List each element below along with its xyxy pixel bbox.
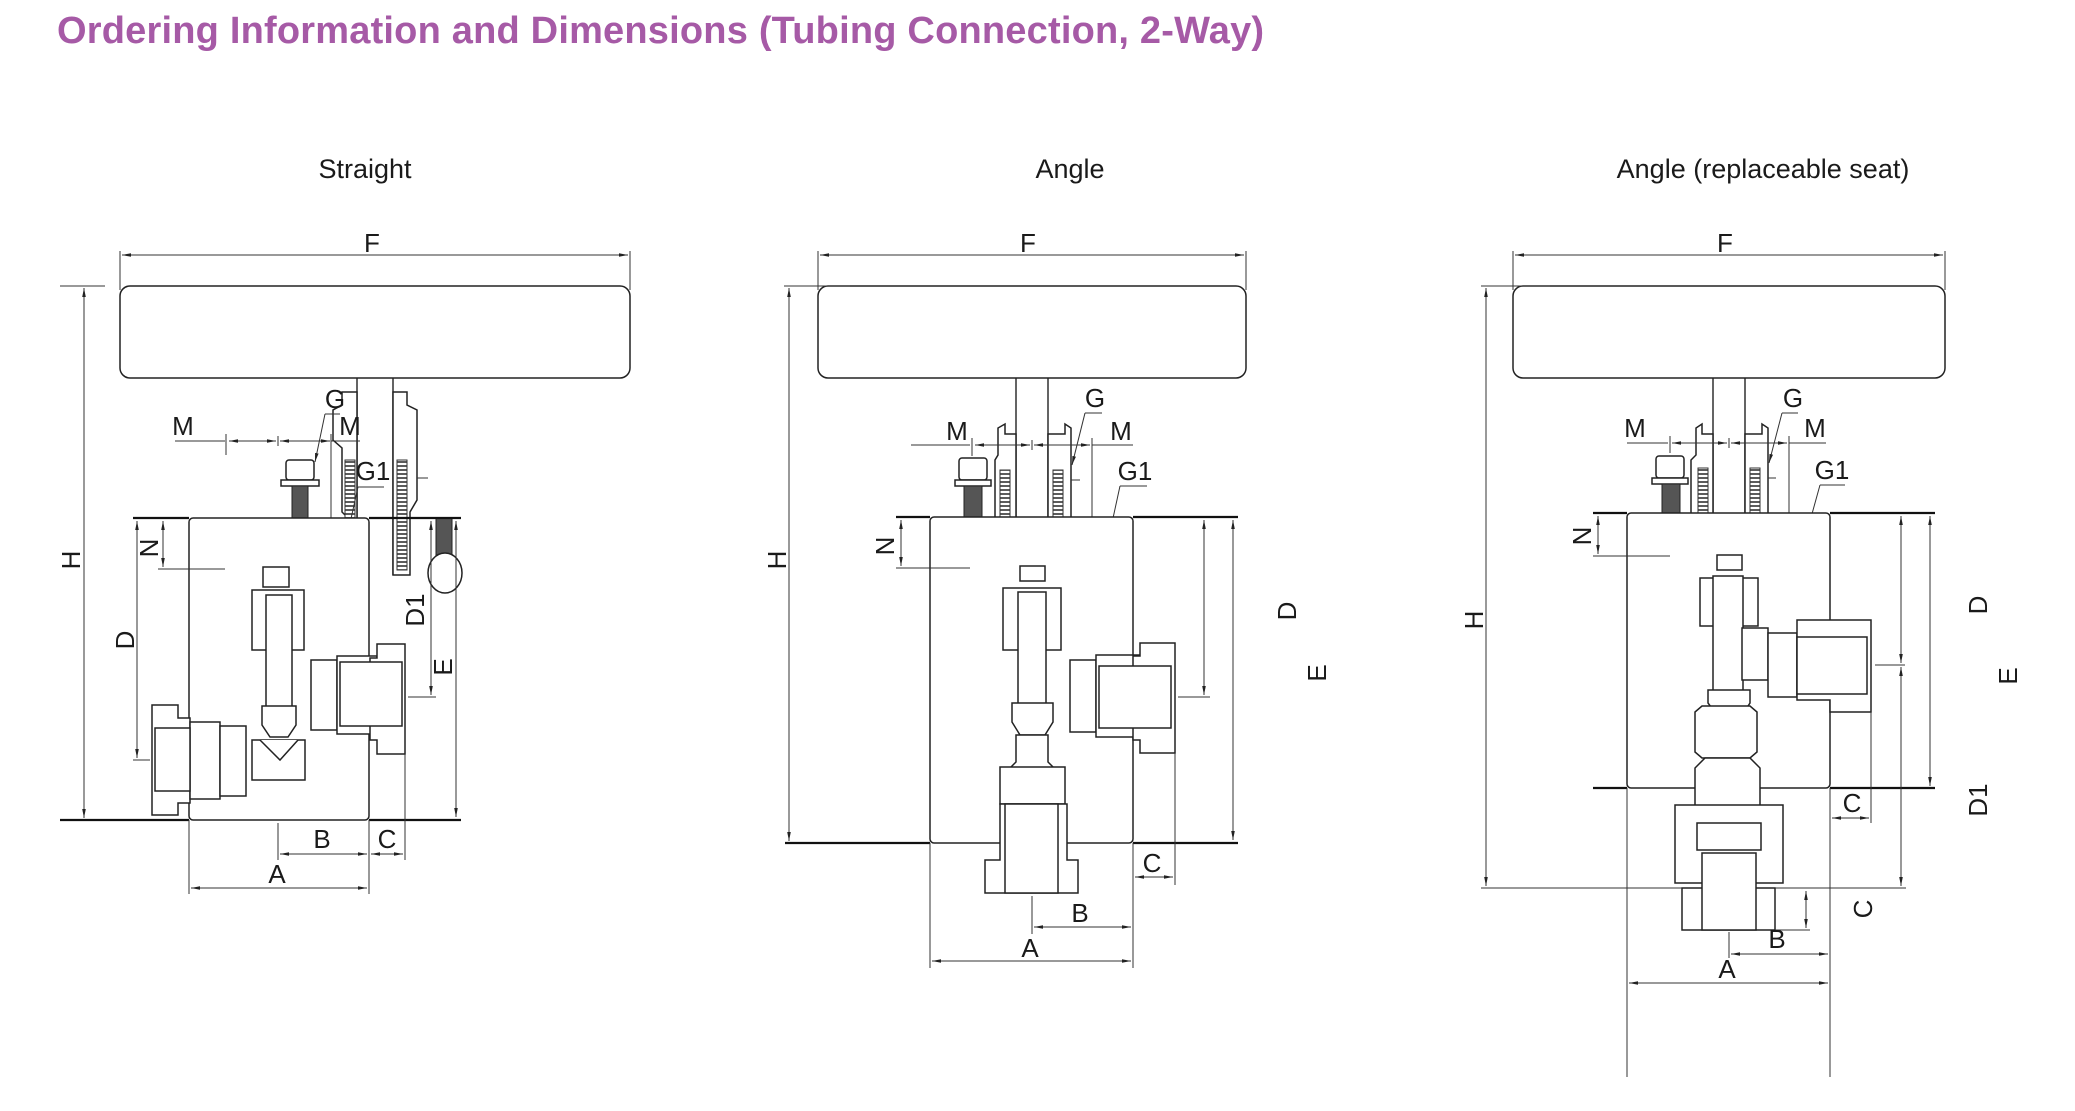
dimension-n: N bbox=[1567, 516, 1670, 557]
dimension-n: N bbox=[134, 521, 225, 570]
label-g: G bbox=[325, 384, 345, 414]
dimension-e: E bbox=[1928, 516, 2023, 786]
dimension-d: D bbox=[110, 521, 150, 761]
label-g1: G1 bbox=[1815, 455, 1850, 485]
label-m-left: M bbox=[172, 411, 194, 441]
label-b: B bbox=[313, 824, 330, 854]
dimension-f: F bbox=[817, 228, 1247, 290]
label-c2: C bbox=[1848, 900, 1878, 919]
label-f: F bbox=[1020, 228, 1036, 258]
label-d: D bbox=[110, 631, 140, 650]
label-m-left: M bbox=[946, 416, 968, 446]
dimension-f: F bbox=[119, 228, 631, 290]
label-m-left: M bbox=[1624, 413, 1646, 443]
tube-fitting-right bbox=[310, 643, 406, 755]
handwheel bbox=[1512, 285, 1946, 379]
view-title-angle: Angle bbox=[1035, 154, 1104, 184]
tube-fitting-right bbox=[1741, 619, 1872, 713]
view-straight: Straight F H bbox=[56, 154, 631, 894]
label-n: N bbox=[134, 539, 164, 558]
dimension-e: E bbox=[1231, 520, 1332, 840]
page-title: Ordering Information and Dimensions (Tub… bbox=[57, 10, 1265, 52]
label-b: B bbox=[1768, 924, 1785, 954]
label-f: F bbox=[364, 228, 380, 258]
label-e: E bbox=[1993, 667, 2023, 684]
label-n: N bbox=[870, 537, 900, 556]
tube-fitting-right bbox=[1069, 642, 1176, 754]
label-f: F bbox=[1717, 228, 1733, 258]
label-a: A bbox=[1021, 933, 1039, 963]
label-h: H bbox=[762, 551, 792, 570]
leader-g: G bbox=[314, 384, 345, 463]
label-m-right: M bbox=[1110, 416, 1132, 446]
label-c: C bbox=[378, 824, 397, 854]
label-c: C bbox=[1143, 848, 1162, 878]
label-m-right: M bbox=[1804, 413, 1826, 443]
label-d1: D1 bbox=[1963, 783, 1993, 816]
label-d1: D1 bbox=[400, 593, 430, 626]
view-angle: Angle F H bbox=[762, 154, 1332, 968]
label-a: A bbox=[268, 859, 286, 889]
tube-fitting-bottom bbox=[984, 766, 1079, 894]
dimension-m: M M bbox=[172, 411, 361, 518]
dimension-h: H bbox=[1459, 285, 1550, 886]
dimension-h: H bbox=[762, 285, 850, 841]
handwheel bbox=[119, 285, 631, 379]
dimension-d: D bbox=[1875, 516, 1993, 666]
leader-g: G bbox=[1071, 383, 1105, 466]
dimension-d1: D1 bbox=[400, 521, 436, 698]
tube-fitting-bottom bbox=[1674, 804, 1784, 931]
dimension-f: F bbox=[1512, 228, 1946, 290]
dimension-abc: C C B A bbox=[1626, 712, 1878, 1077]
label-h: H bbox=[56, 551, 86, 570]
dimension-h: H bbox=[56, 285, 105, 818]
dimension-abc: B C A bbox=[188, 754, 406, 894]
dimension-m: M M bbox=[911, 416, 1133, 518]
dimension-m: M M bbox=[1624, 413, 1826, 516]
label-g1: G1 bbox=[1118, 456, 1153, 486]
dimension-d1: D1 bbox=[1899, 667, 1993, 886]
label-g: G bbox=[1783, 383, 1803, 413]
label-n: N bbox=[1567, 527, 1597, 546]
label-d: D bbox=[1963, 596, 1993, 615]
label-c: C bbox=[1843, 788, 1862, 818]
dimension-abc: C B A bbox=[929, 753, 1176, 968]
view-title-angle-replaceable-seat: Angle (replaceable seat) bbox=[1617, 154, 1910, 184]
dimension-n: N bbox=[870, 520, 970, 569]
view-title-straight: Straight bbox=[318, 154, 412, 184]
view-angle-replaceable-seat: Angle (replaceable seat) F H bbox=[1459, 154, 2023, 1077]
handwheel bbox=[817, 285, 1247, 379]
dimension-e: E bbox=[428, 521, 458, 817]
replaceable-seat bbox=[1694, 705, 1761, 816]
tube-fitting-left bbox=[151, 704, 247, 816]
label-d: D bbox=[1272, 602, 1302, 621]
label-e: E bbox=[1302, 664, 1332, 681]
label-h: H bbox=[1459, 611, 1489, 630]
dimension-d: D bbox=[1178, 520, 1302, 698]
leader-g: G bbox=[1768, 383, 1803, 464]
label-m-right: M bbox=[339, 411, 361, 441]
label-b: B bbox=[1071, 898, 1088, 928]
label-g1: G1 bbox=[356, 456, 391, 486]
label-g: G bbox=[1085, 383, 1105, 413]
mounting-bolt-right bbox=[427, 517, 463, 594]
label-a: A bbox=[1718, 954, 1736, 984]
label-e: E bbox=[428, 658, 458, 675]
